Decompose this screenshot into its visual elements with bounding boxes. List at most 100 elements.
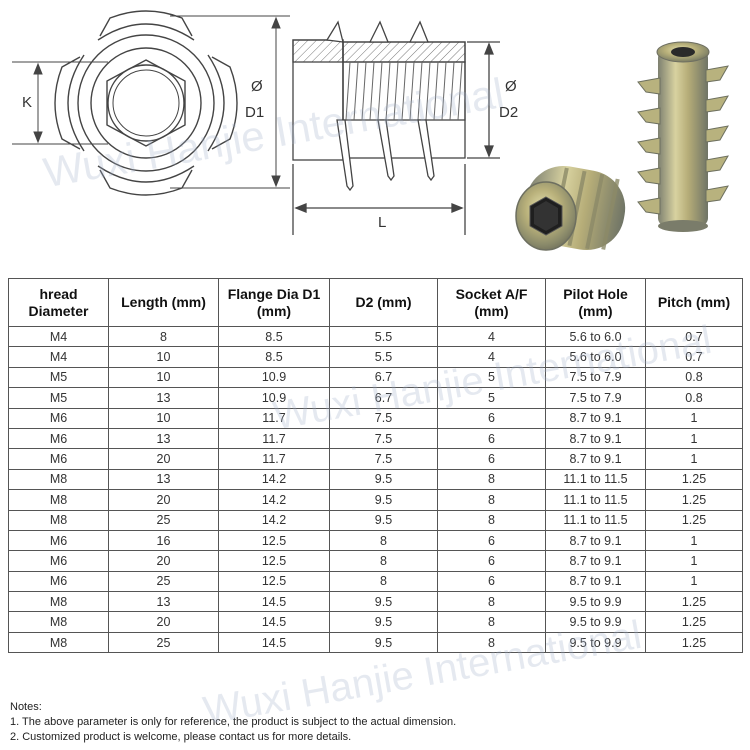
column-header: Flange Dia D1 (mm) — [218, 278, 330, 327]
table-cell: 1.25 — [645, 468, 743, 491]
table-cell: 6 — [437, 570, 546, 593]
table-cell: 10.9 — [218, 366, 330, 389]
d2-label: D2 — [499, 104, 519, 121]
table-cell: 0.7 — [645, 325, 743, 348]
table-cell: M8 — [8, 611, 109, 633]
table-cell: 5.6 to 6.0 — [545, 346, 646, 368]
table-cell: 1.25 — [645, 489, 743, 511]
table-cell: 1.25 — [645, 509, 743, 531]
table-cell: 1 — [645, 570, 743, 593]
table-cell: 6 — [437, 448, 546, 470]
table-cell: 20 — [108, 611, 219, 633]
table-cell: 0.7 — [645, 346, 743, 368]
table-cell: 1.25 — [645, 591, 743, 613]
notes-section: Notes: 1. The above parameter is only fo… — [10, 700, 456, 745]
table-cell: 8.5 — [218, 346, 330, 368]
table-cell: 9.5 to 9.9 — [545, 631, 646, 654]
table-cell: 13 — [108, 387, 219, 409]
drawing-svg — [12, 10, 729, 251]
table-cell: 10 — [108, 346, 219, 368]
table-cell: 8.7 to 9.1 — [545, 550, 646, 572]
table-cell: 25 — [108, 631, 219, 654]
table-cell: 14.5 — [218, 591, 330, 613]
notes-line-2: 2. Customized product is welcome, please… — [10, 731, 352, 743]
table-cell: 9.5 — [329, 509, 438, 531]
table-cell: M5 — [8, 366, 109, 389]
table-cell: M4 — [8, 325, 109, 348]
table-cell: 5 — [437, 366, 546, 389]
table-cell: M8 — [8, 591, 109, 613]
table-cell: 8.7 to 9.1 — [545, 427, 646, 450]
table-cell: 6 — [437, 529, 546, 552]
column-header: D2 (mm) — [329, 278, 438, 327]
table-cell: 6 — [437, 427, 546, 450]
table-cell: M8 — [8, 468, 109, 491]
d1-label: D1 — [245, 104, 265, 121]
table-cell: 14.5 — [218, 611, 330, 633]
table-cell: 11.1 to 11.5 — [545, 489, 646, 511]
table-cell: 11.7 — [218, 427, 330, 450]
table-cell: 9.5 — [329, 611, 438, 633]
table-cell: M4 — [8, 346, 109, 368]
table-cell: 9.5 — [329, 631, 438, 654]
table-cell: M8 — [8, 509, 109, 531]
table-cell: 6.7 — [329, 387, 438, 409]
table-cell: 12.5 — [218, 550, 330, 572]
table-cell: 14.2 — [218, 489, 330, 511]
table-cell: 7.5 to 7.9 — [545, 366, 646, 389]
table-cell: 12.5 — [218, 570, 330, 593]
table-cell: 10 — [108, 407, 219, 429]
table-cell: 11.1 to 11.5 — [545, 509, 646, 531]
table-cell: 25 — [108, 570, 219, 593]
table-cell: 1 — [645, 407, 743, 429]
table-cell: 12.5 — [218, 529, 330, 552]
end-view — [54, 10, 238, 196]
table-cell: 0.8 — [645, 366, 743, 389]
column-header: Length (mm) — [108, 278, 219, 327]
table-cell: M6 — [8, 407, 109, 429]
table-cell: 8.5 — [218, 325, 330, 348]
table-cell: 1.25 — [645, 611, 743, 633]
d2-symbol: Ø — [505, 78, 517, 95]
table-cell: 8 — [108, 325, 219, 348]
table-cell: 4 — [437, 325, 546, 348]
insert-photo-horizontal — [515, 165, 626, 251]
table-cell: 14.2 — [218, 468, 330, 491]
table-cell: 8.7 to 9.1 — [545, 448, 646, 470]
table-cell: 7.5 — [329, 407, 438, 429]
table-cell: 1 — [645, 529, 743, 552]
table-cell: 11.7 — [218, 407, 330, 429]
table-cell: M8 — [8, 489, 109, 511]
table-cell: 9.5 — [329, 489, 438, 511]
table-cell: 8 — [437, 631, 546, 654]
k-dimension — [12, 61, 108, 145]
column-header: Pitch (mm) — [645, 278, 743, 327]
column-header: Socket A/F (mm) — [437, 278, 546, 327]
table-cell: 8 — [437, 591, 546, 613]
table-cell: M8 — [8, 631, 109, 654]
table-cell: 7.5 — [329, 427, 438, 450]
table-cell: 8 — [437, 468, 546, 491]
table-cell: 6 — [437, 407, 546, 429]
table-cell: 6 — [437, 550, 546, 572]
table-cell: 7.5 to 7.9 — [545, 387, 646, 409]
table-cell: 10 — [108, 366, 219, 389]
table-cell: 8 — [437, 509, 546, 531]
table-cell: 11.1 to 11.5 — [545, 468, 646, 491]
table-cell: 20 — [108, 448, 219, 470]
d1-dimension — [170, 15, 290, 189]
table-cell: 20 — [108, 550, 219, 572]
table-cell: 9.5 — [329, 591, 438, 613]
table-cell: 8.7 to 9.1 — [545, 407, 646, 429]
table-cell: 8 — [329, 529, 438, 552]
table-cell: 1 — [645, 427, 743, 450]
